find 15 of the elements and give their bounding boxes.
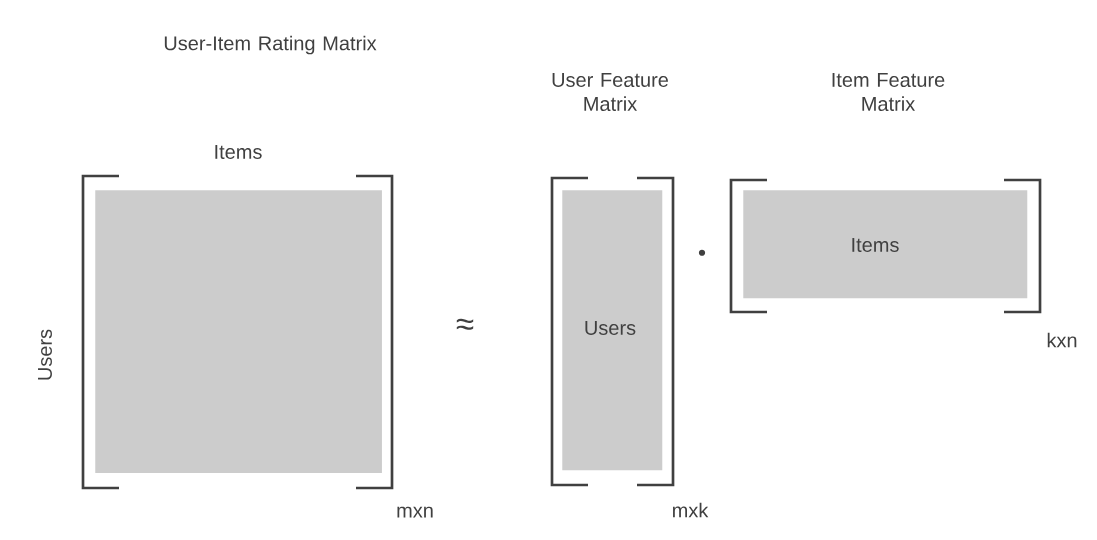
operator-symbol: •: [698, 249, 706, 256]
matrix-title: User-Item Rating Matrix: [164, 35, 377, 55]
axis-label: Items: [215, 145, 262, 159]
operator-symbol: ≈: [456, 318, 474, 330]
axis-label: mxk: [673, 502, 709, 518]
matrix-box: [562, 190, 663, 471]
matrix-title: Item Feature Matrix: [832, 73, 945, 111]
axis-label: kxn: [1047, 332, 1077, 348]
axis-label: mxn: [397, 506, 433, 518]
matrix-box: [743, 190, 1028, 299]
matrix-box: [95, 190, 382, 473]
matrix-label: Users: [585, 321, 636, 335]
matrix-label: Items: [852, 238, 899, 252]
axis-label: Users: [38, 329, 52, 380]
matrix-title: User Feature Matrix: [552, 73, 668, 111]
